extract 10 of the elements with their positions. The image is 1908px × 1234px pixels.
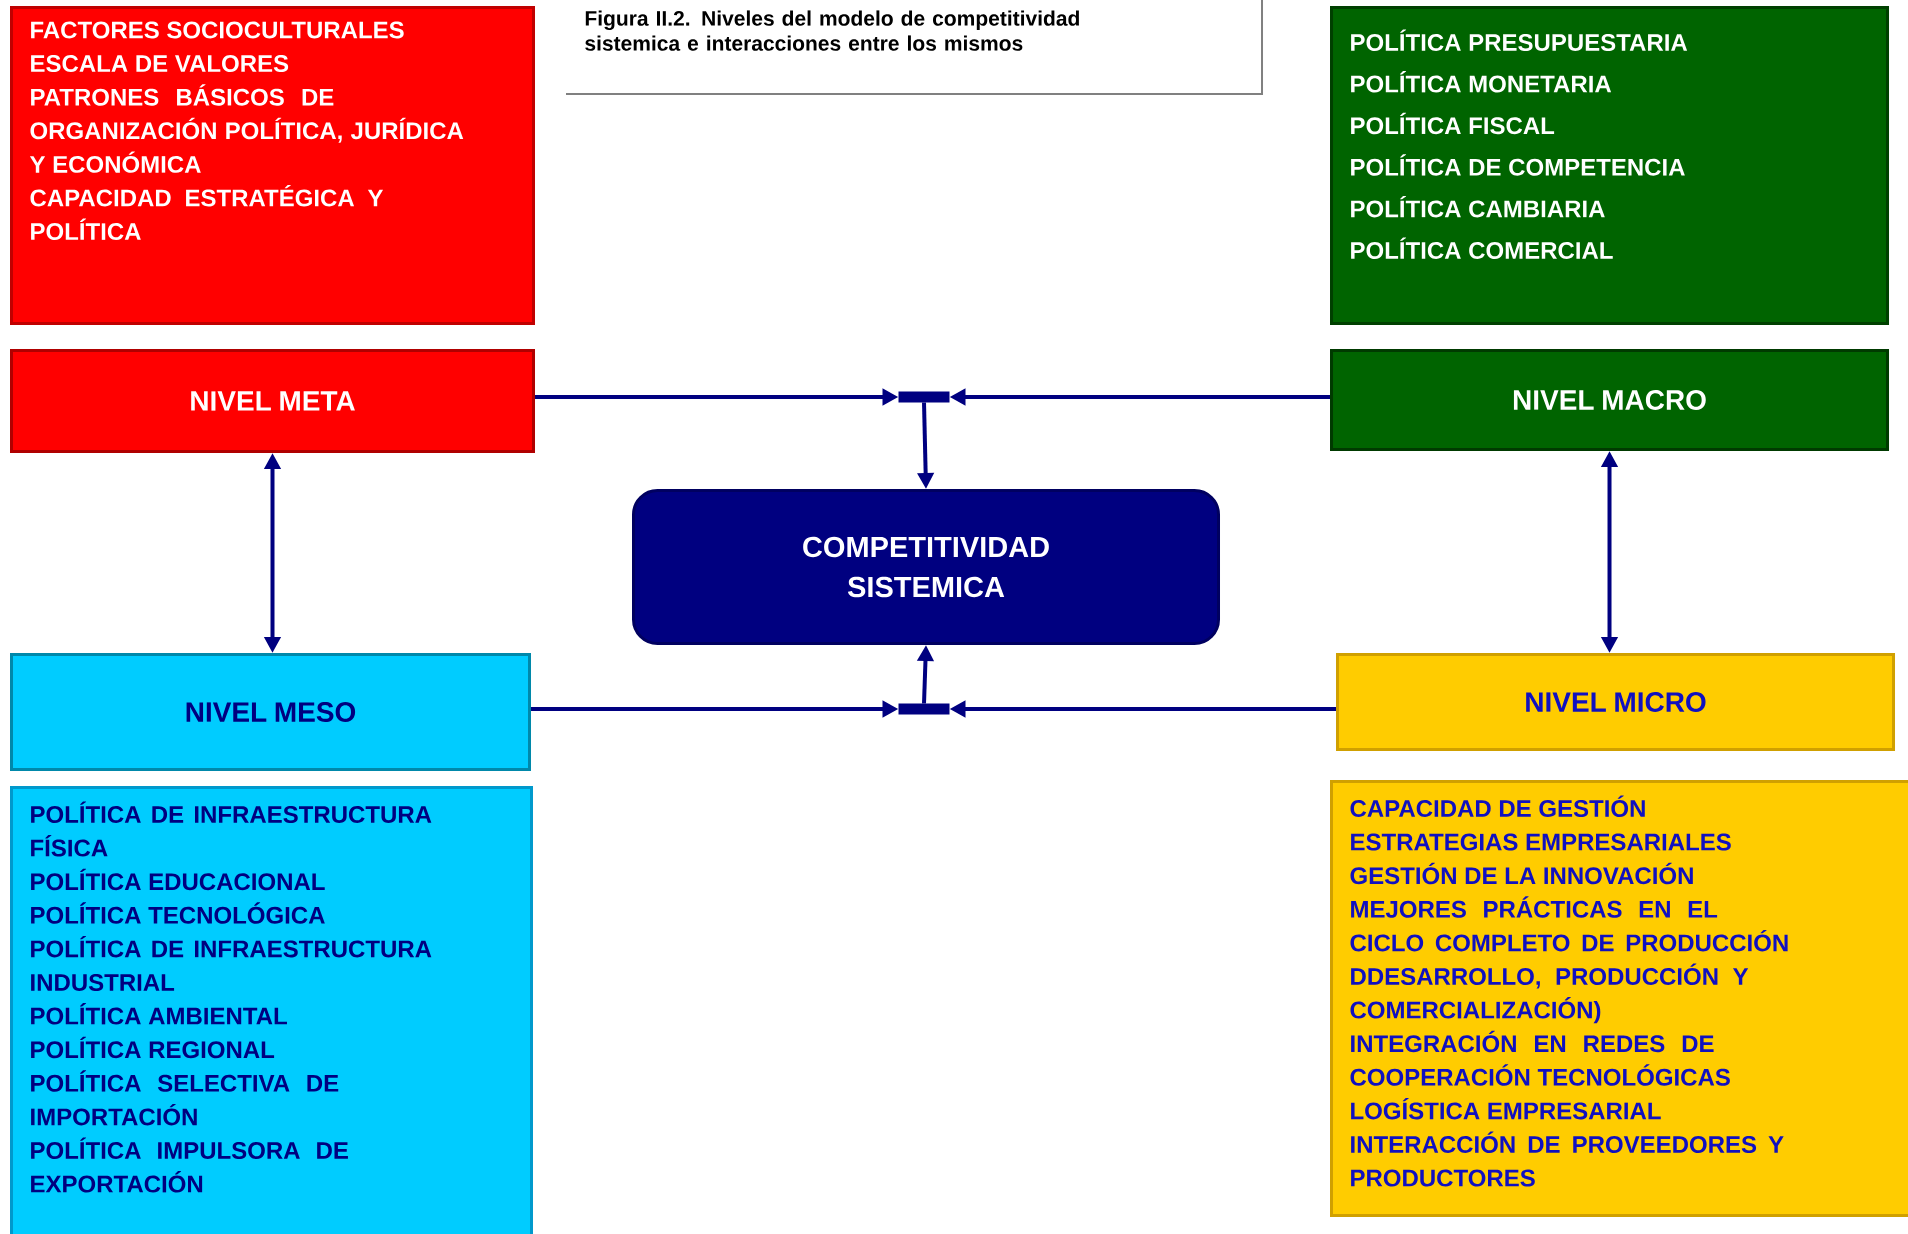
central-box: COMPETITIVIDAD SISTEMICA [632, 489, 1220, 645]
title-box: Figura II.2. Niveles del modelo de competitividad sistemica e interacciones entre los mismos [565, 0, 1263, 95]
list-box: CAPACIDAD DE GESTIÓN ESTRATEGIAS EMPRESARIALES GESTIÓN DE LA INNOVACIÓN MEJORES PRÁCTICAS EN EL CICLO COMPLETO DE PRODUCCIÓN DDESARROLLO, PRODUCCIÓN Y COMERCIALIZACIÓN) INTEGRACIÓN EN REDES DE COOPERACIÓN TECNOLÓGICAS LOGÍSTICA EMPRESARIAL INTERACCIÓN DE PROVEEDORES Y PRODUCTORES [1330, 780, 1908, 1217]
list-box: FACTORES SOCIOCULTURALES ESCALA DE VALORES PATRONES BÁSICOS DE ORGANIZACIÓN POLÍTICA, JURÍDICA Y ECONÓMICA CAPACIDAD ESTRATÉGICA Y POLÍTICA [10, 6, 535, 325]
level-box: NIVEL META [10, 349, 535, 453]
list-box: POLÍTICA DE INFRAESTRUCTURA FÍSICA POLÍTICA EDUCACIONAL POLÍTICA TECNOLÓGICA POLÍTICA DE INFRAESTRUCTURA INDUSTRIAL POLÍTICA AMBIENTAL POLÍTICA REGIONAL POLÍTICA SELECTIVA DE IMPORTACIÓN POLÍTICA IMPULSORA DE EXPORTACIÓN [10, 786, 533, 1234]
level-box: NIVEL MICRO [1336, 653, 1895, 751]
level-box: NIVEL MACRO [1330, 349, 1889, 451]
level-box: NIVEL MESO [10, 653, 531, 771]
list-box: POLÍTICA PRESUPUESTARIA POLÍTICA MONETARIA POLÍTICA FISCAL POLÍTICA DE COMPETENCIA POLÍTICA CAMBIARIA POLÍTICA COMERCIAL [1330, 6, 1889, 325]
